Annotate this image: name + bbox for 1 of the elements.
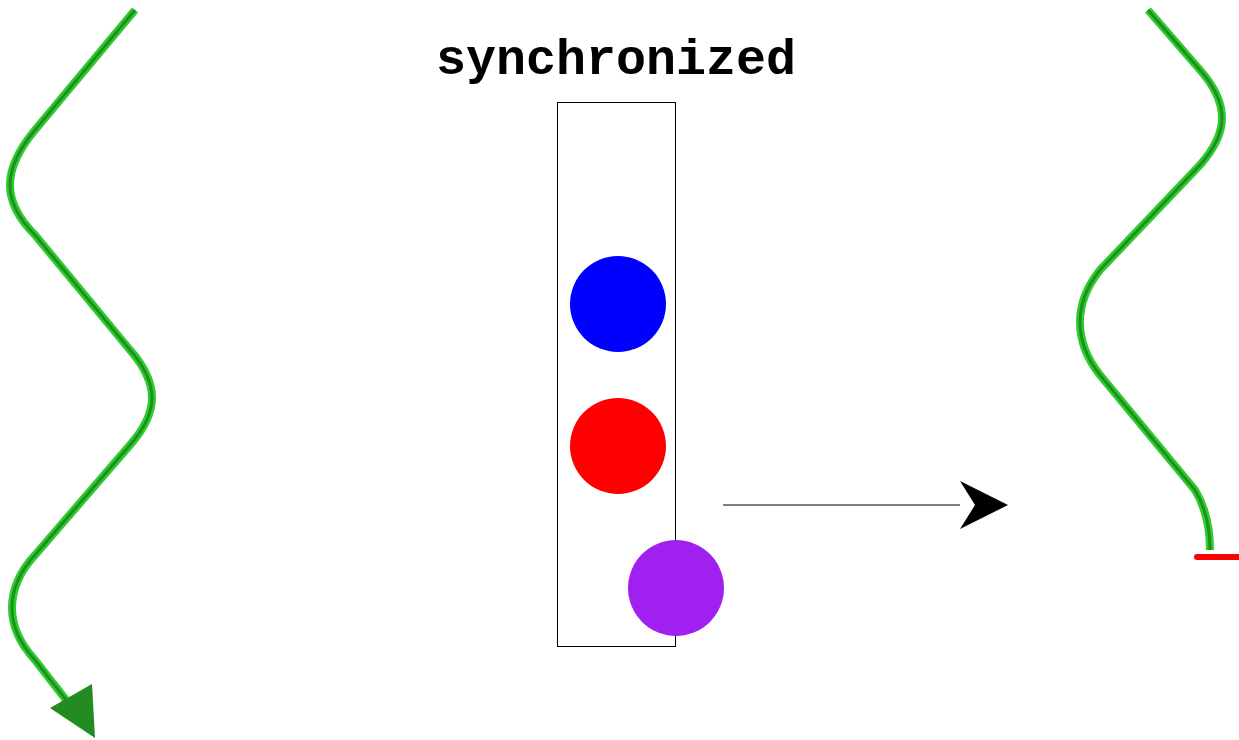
heading-text: synchronized [434,31,798,91]
